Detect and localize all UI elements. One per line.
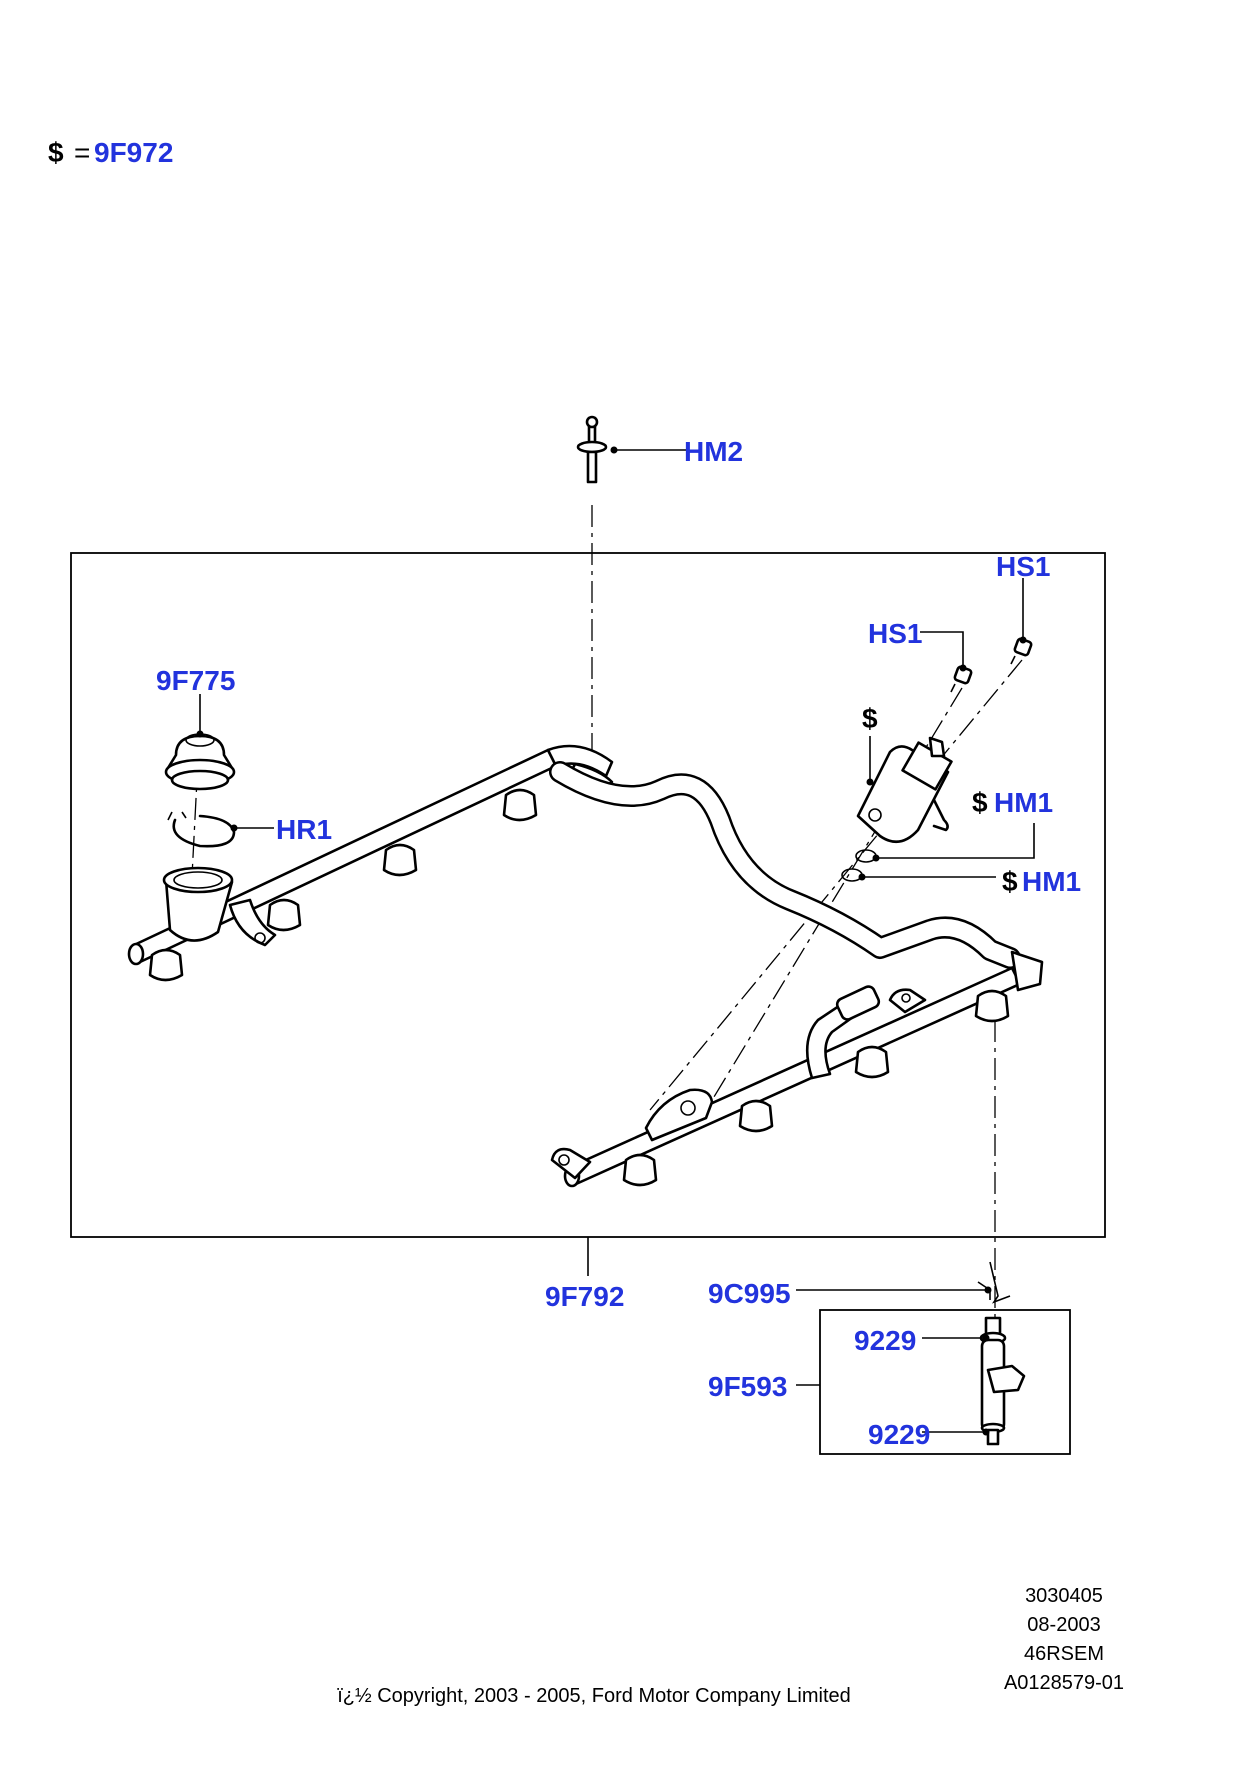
o-ring-HM1-a[interactable] (855, 849, 877, 863)
callout-9229-bottom[interactable]: 9229 (868, 1419, 930, 1450)
callout-HM1-a[interactable]: HM1 (994, 787, 1053, 818)
callout-9F775[interactable]: 9F775 (156, 665, 235, 696)
screw-HS1-top[interactable] (1010, 637, 1033, 665)
leader-lines (196, 446, 1035, 1436)
callout-9229-top[interactable]: 9229 (854, 1325, 916, 1356)
callout-9C995[interactable]: 9C995 (708, 1278, 791, 1309)
fuel-rail-right[interactable] (550, 950, 1044, 1188)
callout-9F593[interactable]: 9F593 (708, 1371, 787, 1402)
callout-HS1-mid[interactable]: HS1 (868, 618, 922, 649)
callout-HR1[interactable]: HR1 (276, 814, 332, 845)
footer-code: 3030405 (1025, 1585, 1103, 1607)
legend-equals: = (74, 137, 90, 168)
dollar-HM1-b: $ (1002, 866, 1018, 897)
callout-HS1-top[interactable]: HS1 (996, 551, 1050, 582)
retaining-ring-HR1[interactable] (167, 811, 236, 848)
regulator-housing[interactable] (162, 866, 234, 942)
callout-HM1-b[interactable]: HM1 (1022, 866, 1081, 897)
crossover-pipe[interactable] (549, 761, 1021, 969)
footer-model: 46RSEM (1024, 1643, 1104, 1665)
callout-HM2[interactable]: HM2 (684, 436, 743, 467)
footer-ref: A0128579-01 (1004, 1672, 1124, 1694)
callout-dollar-sensor[interactable]: $ (862, 703, 878, 734)
fuel-rail-left[interactable] (127, 744, 614, 982)
dollar-HM1-a: $ (972, 787, 988, 818)
fuel-pressure-sensor-9F972[interactable] (856, 736, 953, 844)
footer-date: 08-2003 (1027, 1614, 1100, 1636)
legend-symbol: $ (48, 137, 64, 168)
pressure-regulator-9F775[interactable] (164, 733, 236, 791)
footer-copyright: ï¿½ Copyright, 2003 - 2005, Ford Motor C… (337, 1685, 851, 1707)
callout-9F792[interactable]: 9F792 (545, 1281, 624, 1312)
injector-box (819, 1309, 1071, 1455)
legend-part-9F972[interactable]: 9F972 (94, 137, 173, 168)
stud-HM2[interactable] (576, 415, 608, 484)
clip-9C995[interactable] (977, 1261, 1011, 1304)
